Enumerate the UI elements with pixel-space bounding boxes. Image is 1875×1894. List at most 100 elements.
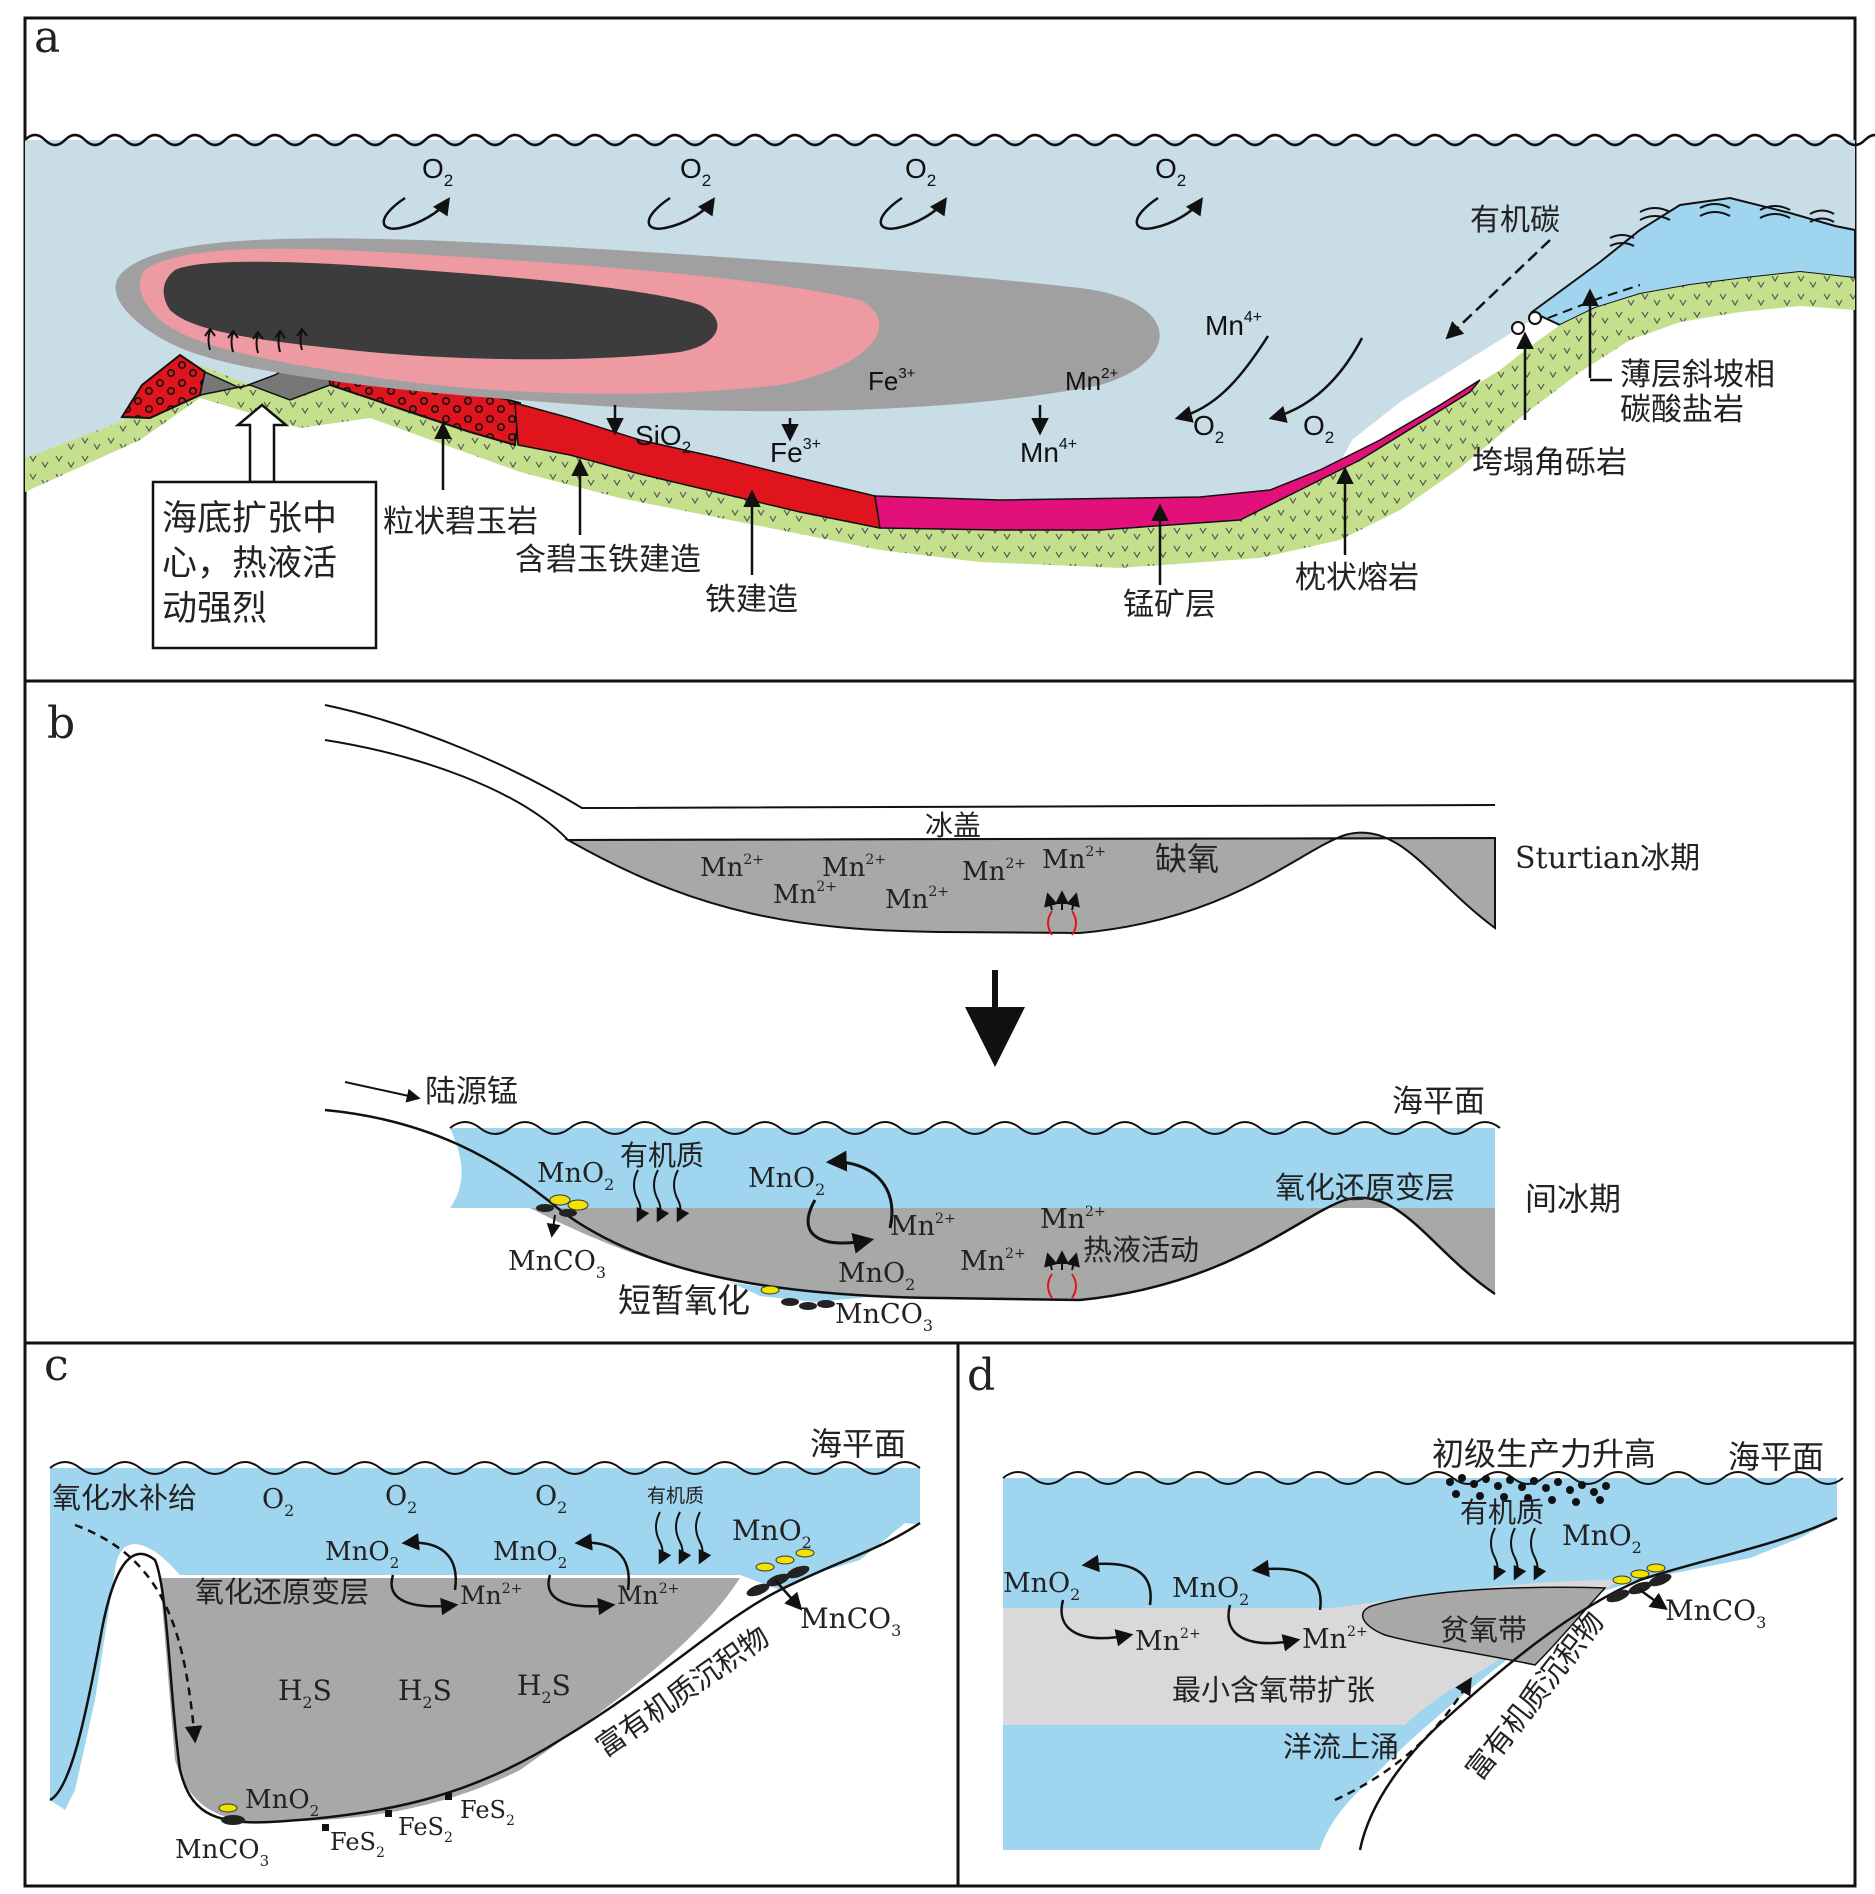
mno2-sub: 2 xyxy=(310,1802,320,1820)
mn-label: Mn xyxy=(1042,845,1086,875)
mnco3-label: MnCO xyxy=(508,1246,596,1277)
sea-surface-c xyxy=(49,1461,921,1475)
o2-swirl-3: O2 xyxy=(879,153,947,230)
o2-sub: 2 xyxy=(702,171,711,190)
o2-label: O xyxy=(1303,410,1325,441)
mn-sup: 2+ xyxy=(865,852,886,868)
svg-text:FeS2: FeS2 xyxy=(460,1796,515,1829)
interglacial-label: 间冰期 xyxy=(1525,1180,1621,1218)
mn-label: Mn xyxy=(1135,1626,1180,1657)
svg-text:Fe3+: Fe3+ xyxy=(868,365,916,396)
o2-sub: 2 xyxy=(1177,171,1186,190)
mn-cycle-arrow-down xyxy=(806,1199,875,1254)
svg-text:O2: O2 xyxy=(1155,153,1186,190)
mn-sup: 2+ xyxy=(659,1581,680,1597)
productivity-label: 初级生产力升高 xyxy=(1432,1435,1656,1473)
organic-fall-arrows-c xyxy=(655,1511,712,1565)
svg-text:Mn2+: Mn2+ xyxy=(1042,844,1106,875)
ice-cap-label: 冰盖 xyxy=(925,809,981,842)
organic-carbon-arrow xyxy=(1445,239,1551,340)
brief-oxidation-lens xyxy=(730,1282,880,1302)
svg-text:Mn4+: Mn4+ xyxy=(1205,309,1262,341)
svg-text:MnO2: MnO2 xyxy=(1172,1573,1249,1609)
suboxic-zone-label: 贫氧带 xyxy=(1440,1613,1527,1647)
mno2-label: MnO xyxy=(1172,1573,1239,1604)
svg-text:Mn2+: Mn2+ xyxy=(885,884,949,915)
fe3-sup: 3+ xyxy=(898,365,915,382)
mno2-label: MnO xyxy=(325,1537,390,1567)
mnco3-arrow-b xyxy=(546,1214,561,1238)
mnco3-label: MnCO xyxy=(1665,1594,1756,1627)
mno2-label: MnO xyxy=(493,1537,558,1567)
mn-sup: 2+ xyxy=(1005,856,1026,872)
mineral-grains-c1 xyxy=(746,1548,815,1597)
mnco3-sub: 3 xyxy=(596,1263,606,1282)
o2-label: O xyxy=(680,153,702,184)
mno2-label: MnO xyxy=(1562,1519,1632,1552)
plume-dark-core xyxy=(163,261,718,360)
sio2-label: SiO xyxy=(635,420,682,451)
mno2-sub: 2 xyxy=(390,1554,400,1572)
thin-slope-carbonate-line2: 碳酸盐岩 xyxy=(1620,392,1744,428)
anoxic-basin-glacial xyxy=(564,831,1496,935)
organic-matter-label: 有机质 xyxy=(1460,1496,1544,1529)
svg-text:MnCO3: MnCO3 xyxy=(800,1602,901,1640)
suboxic-zone xyxy=(1362,1586,1607,1666)
fe3-label: Fe xyxy=(868,366,898,396)
mn-cycle-c1-up xyxy=(401,1533,458,1591)
panel-b: b 冰盖 缺氧 Sturtian冰期 Mn2+ Mn2+ Mn2+ Mn2+ M… xyxy=(47,698,1700,1335)
h2s-sub: 2 xyxy=(302,1693,312,1712)
o2-label: O xyxy=(422,153,444,184)
mno2-sub: 2 xyxy=(604,1175,614,1194)
mn-label: Mn xyxy=(460,1581,502,1610)
pyrite-grain xyxy=(322,1824,329,1831)
mnco3-label: MnCO xyxy=(800,1602,891,1635)
svg-text:MnO2: MnO2 xyxy=(493,1537,567,1572)
mno2-sub: 2 xyxy=(815,1180,825,1199)
svg-text:Mn2+: Mn2+ xyxy=(1135,1626,1201,1657)
panel-a-label: a xyxy=(34,12,60,63)
panel-d: d 初级生产力升高 海平面 有机质 MnO2 MnO2 MnO2 Mn2+ Mn… xyxy=(967,1350,1844,1851)
mineral-grains-b1 xyxy=(536,1194,589,1217)
mineral-grains-b2 xyxy=(760,1285,835,1310)
spreading-center-line3: 动强烈 xyxy=(162,589,267,629)
mn-cycle-d1-up xyxy=(1081,1554,1152,1606)
mn-label: Mn xyxy=(1040,1204,1085,1235)
label-arrows-a xyxy=(434,288,1599,585)
pyrite-grain xyxy=(385,1810,392,1817)
breccia-clast xyxy=(1528,311,1542,325)
mn-label: Mn xyxy=(700,853,744,883)
vent-fluid-arrows xyxy=(204,327,308,354)
mnco3-sub: 3 xyxy=(923,1316,933,1335)
mn-cycle-d2-up xyxy=(1251,1559,1322,1611)
o2-sub: 2 xyxy=(1215,428,1224,447)
fes2-sub: 2 xyxy=(376,1845,385,1861)
svg-text:Mn2+: Mn2+ xyxy=(822,852,886,883)
mno2-label: MnO xyxy=(732,1514,802,1547)
interglacial-surface-waves xyxy=(449,1121,1501,1135)
o2-sub: 2 xyxy=(1325,428,1334,447)
hydrothermal-vent-glacial xyxy=(1044,890,1080,936)
mn-sup: 2+ xyxy=(1005,1246,1026,1262)
granular-jasper-label: 粒状碧玉岩 xyxy=(383,504,538,540)
mn4-precip-label: Mn xyxy=(1020,437,1059,468)
svg-text:H2S: H2S xyxy=(278,1674,332,1712)
jasper-bif-label: 含碧玉铁建造 xyxy=(515,542,701,578)
svg-text:MnO2: MnO2 xyxy=(732,1514,812,1552)
fes2-label: FeS xyxy=(330,1828,376,1856)
collapse-breccia-label: 垮塌角砾岩 xyxy=(1472,445,1627,481)
fes2-sub: 2 xyxy=(506,1813,515,1829)
sea-level-label: 海平面 xyxy=(810,1425,906,1463)
svg-text:Mn2+: Mn2+ xyxy=(1040,1204,1106,1235)
spreading-hollow-arrow xyxy=(234,403,290,484)
o2-label: O xyxy=(262,1484,284,1515)
h2s-sub: 2 xyxy=(541,1688,551,1707)
sio2-sub: 2 xyxy=(682,438,691,457)
h2s-h: H xyxy=(398,1674,422,1707)
svg-text:O2: O2 xyxy=(385,1481,417,1517)
mn-ions-glacial: Mn2+ Mn2+ Mn2+ Mn2+ Mn2+ Mn2+ xyxy=(700,844,1106,915)
hydrothermal-label: 热液活动 xyxy=(1083,1233,1199,1267)
terrigenous-mn-label: 陆源锰 xyxy=(425,1074,518,1110)
mno2-sub: 2 xyxy=(558,1554,568,1572)
